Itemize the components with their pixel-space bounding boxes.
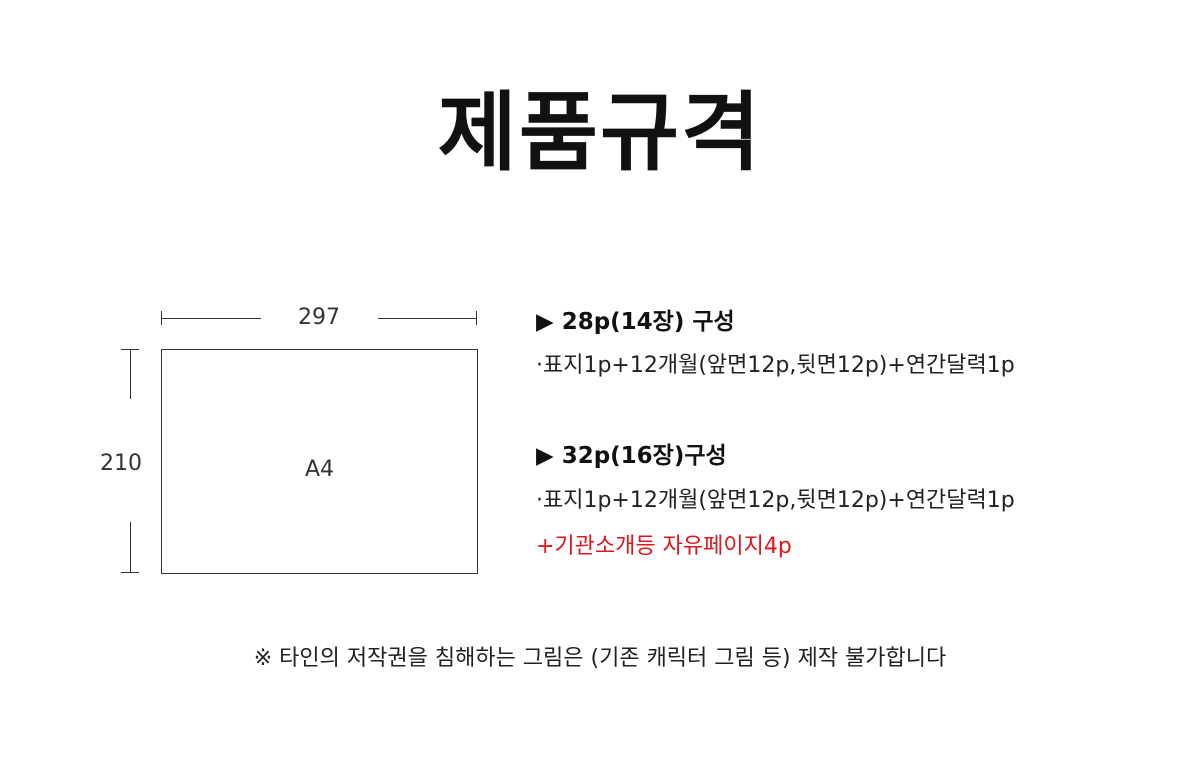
option-28p-heading: ▶ 28p(14장) 구성 — [536, 309, 735, 335]
height-dimension-bottom-tick — [121, 572, 139, 573]
option-32p-extra-pages: +기관소개등 자유페이지4p — [536, 534, 792, 559]
option-32p-detail: ·표지1p+12개월(앞면12p,뒷면12p)+연간달력1p — [536, 488, 1015, 513]
height-dimension-top-line — [130, 349, 131, 399]
height-dimension-label: 210 — [100, 451, 142, 476]
width-dimension-left-line — [161, 318, 261, 319]
width-dimension-right-tick — [476, 311, 477, 325]
height-dimension-bottom-line — [130, 522, 131, 572]
option-32p-heading: ▶ 32p(16장)구성 — [536, 443, 727, 469]
copyright-notice: ※ 타인의 저작권을 침해하는 그림은 (기존 캐릭터 그림 등) 제작 불가합… — [253, 646, 947, 671]
option-28p-detail: ·표지1p+12개월(앞면12p,뒷면12p)+연간달력1p — [536, 353, 1015, 378]
width-dimension-label: 297 — [298, 305, 340, 330]
width-dimension-right-line — [378, 318, 477, 319]
page-title: 제품규격 — [437, 83, 763, 183]
paper-size-label: A4 — [304, 457, 335, 482]
a4-paper-outline: A4 — [161, 349, 478, 574]
